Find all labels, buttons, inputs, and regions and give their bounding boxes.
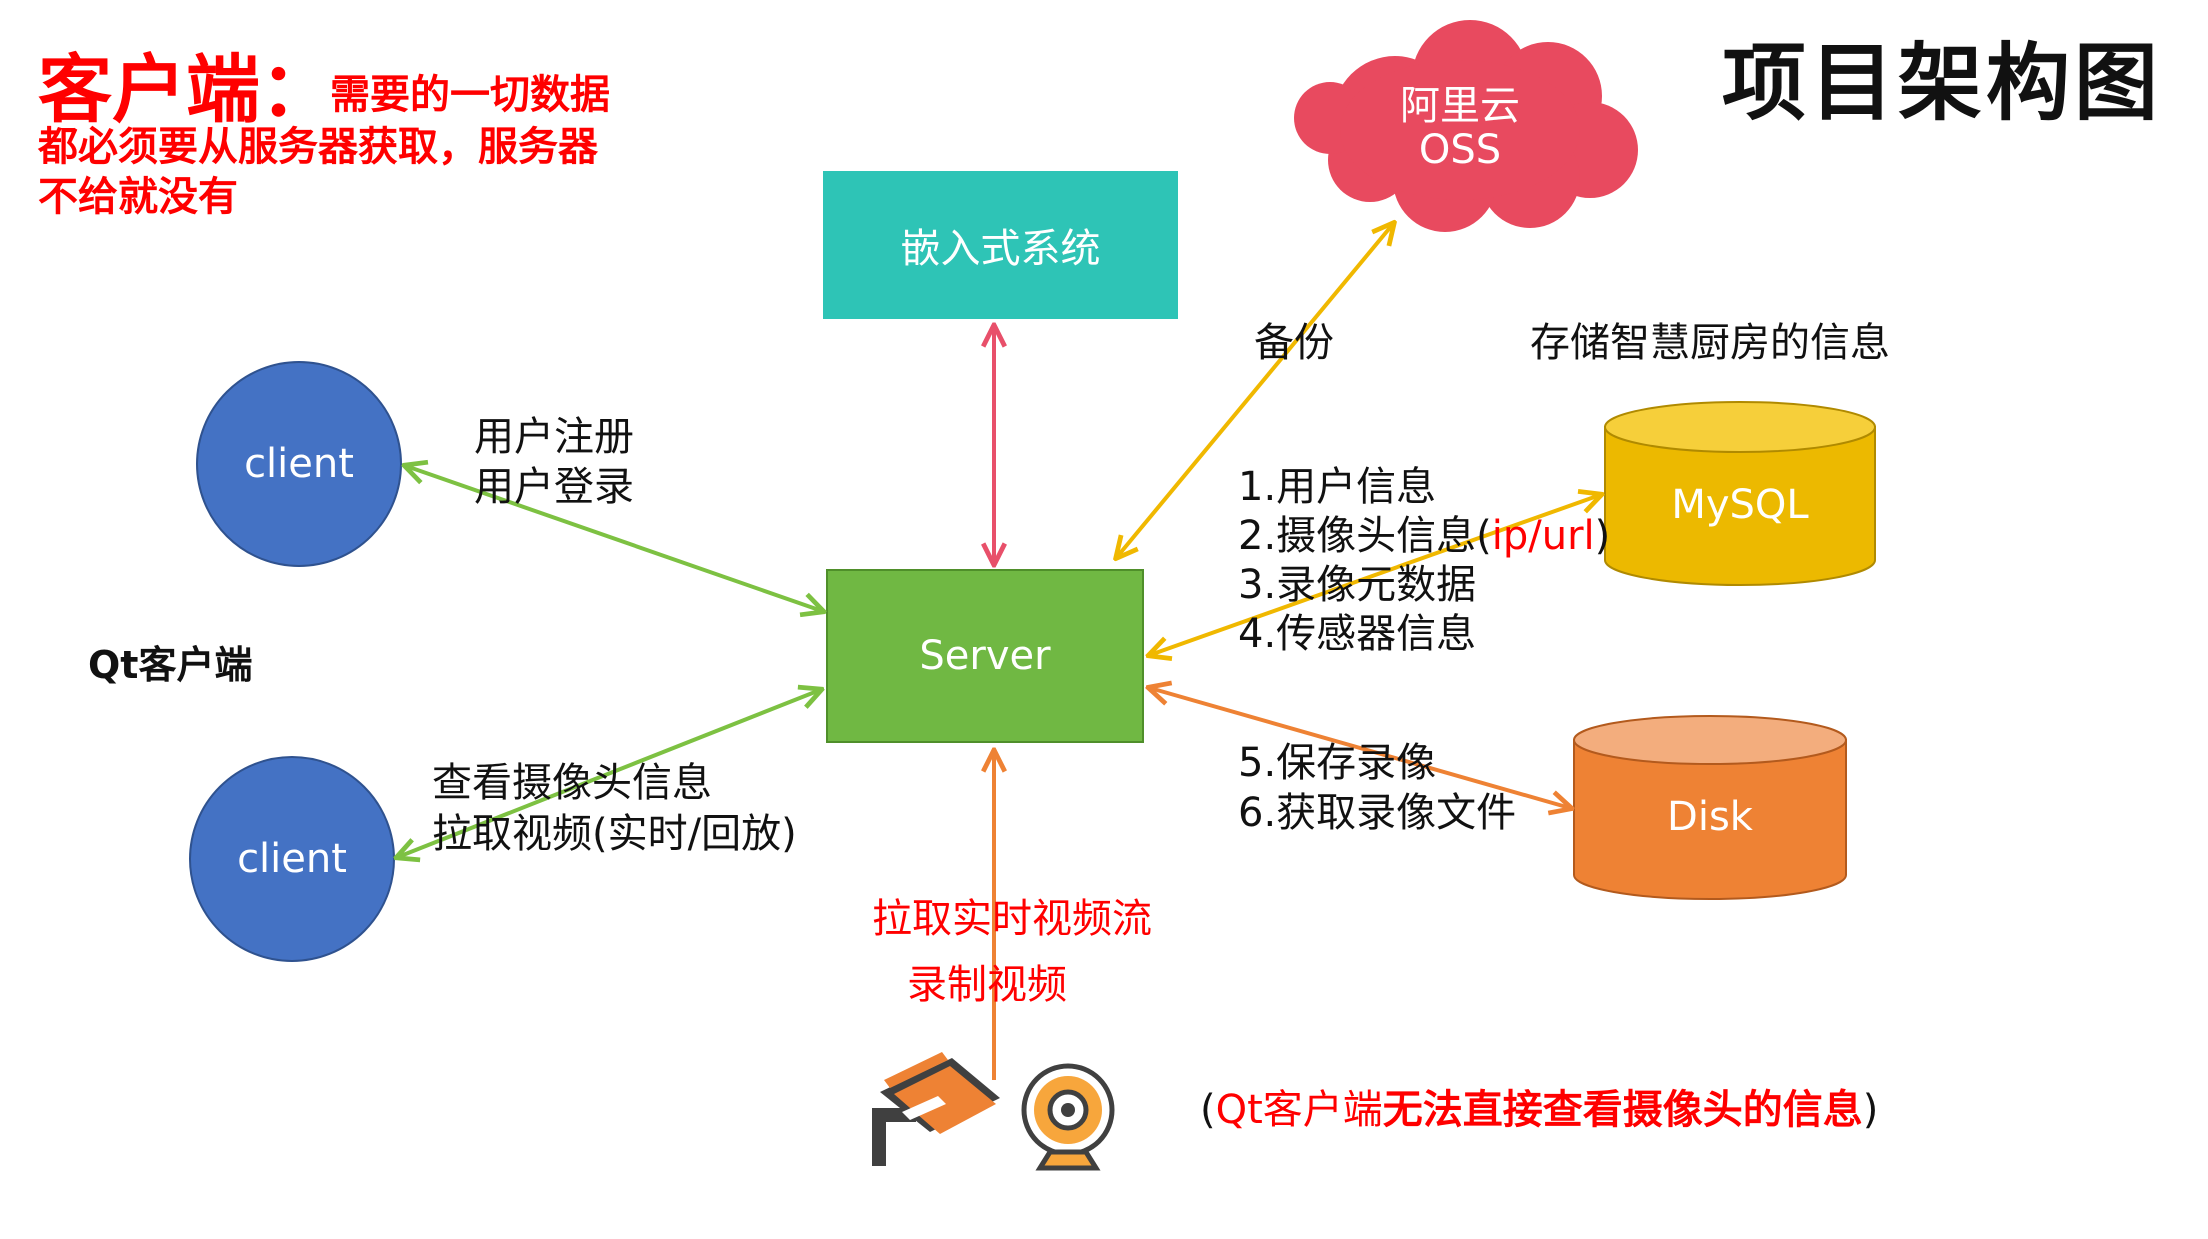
server-label: Server	[919, 633, 1051, 679]
label-storage-info: 存储智慧厨房的信息	[1530, 320, 1890, 366]
oss-label-line1: 阿里云	[1400, 83, 1520, 129]
disk-item-2: 6.获取录像文件	[1238, 790, 1517, 836]
label-login: 用户登录	[474, 464, 634, 510]
label-pull-stream: 拉取实时视频流	[872, 896, 1152, 942]
mysql-item-4: 4.传感器信息	[1238, 611, 1477, 657]
mysql-item-1: 1.用户信息	[1238, 464, 1437, 510]
oss-cloud	[1294, 20, 1638, 232]
qt-client-label: Qt客户端	[88, 643, 253, 687]
mysql-item-3: 3.录像元数据	[1238, 562, 1477, 608]
client-top-label: client	[244, 441, 354, 487]
client-bottom-label: client	[237, 836, 347, 882]
arrow-client-top-server	[406, 466, 822, 611]
disk-label: Disk	[1667, 794, 1753, 840]
server-box	[826, 569, 1144, 743]
client-note-line3: 不给就没有	[38, 174, 238, 220]
client-note-heading: 客户端：	[38, 47, 334, 133]
oss-label-line2: OSS	[1418, 127, 1502, 173]
client-note-line1: 需要的一切数据	[330, 72, 610, 118]
camera-note: (Qt客户端无法直接查看摄像头的信息)	[1200, 1087, 1879, 1133]
label-register: 用户注册	[474, 414, 634, 460]
mysql-label: MySQL	[1671, 482, 1809, 528]
label-record-video: 录制视频	[907, 962, 1067, 1008]
label-pull-video: 拉取视频(实时/回放)	[432, 811, 797, 857]
label-backup: 备份	[1254, 320, 1334, 366]
disk-item-1: 5.保存录像	[1238, 740, 1437, 786]
arrow-server-mysql	[1150, 495, 1600, 655]
page-title: 项目架构图	[1722, 34, 2163, 132]
disk-cylinder	[1573, 715, 1847, 900]
mysql-item-2: 2.摄像头信息(ip/url)	[1238, 513, 1611, 559]
label-view-camera: 查看摄像头信息	[432, 760, 712, 806]
client-note-line2: 都必须要从服务器获取，服务器	[38, 124, 598, 170]
arrow-server-disk	[1150, 688, 1570, 808]
security-camera-icon	[872, 1052, 1000, 1166]
arrow-client-bottom-server	[398, 690, 820, 857]
mysql-cylinder	[1604, 401, 1876, 586]
embedded-system-label: 嵌入式系统	[900, 226, 1101, 272]
webcam-icon	[1021, 1063, 1115, 1171]
